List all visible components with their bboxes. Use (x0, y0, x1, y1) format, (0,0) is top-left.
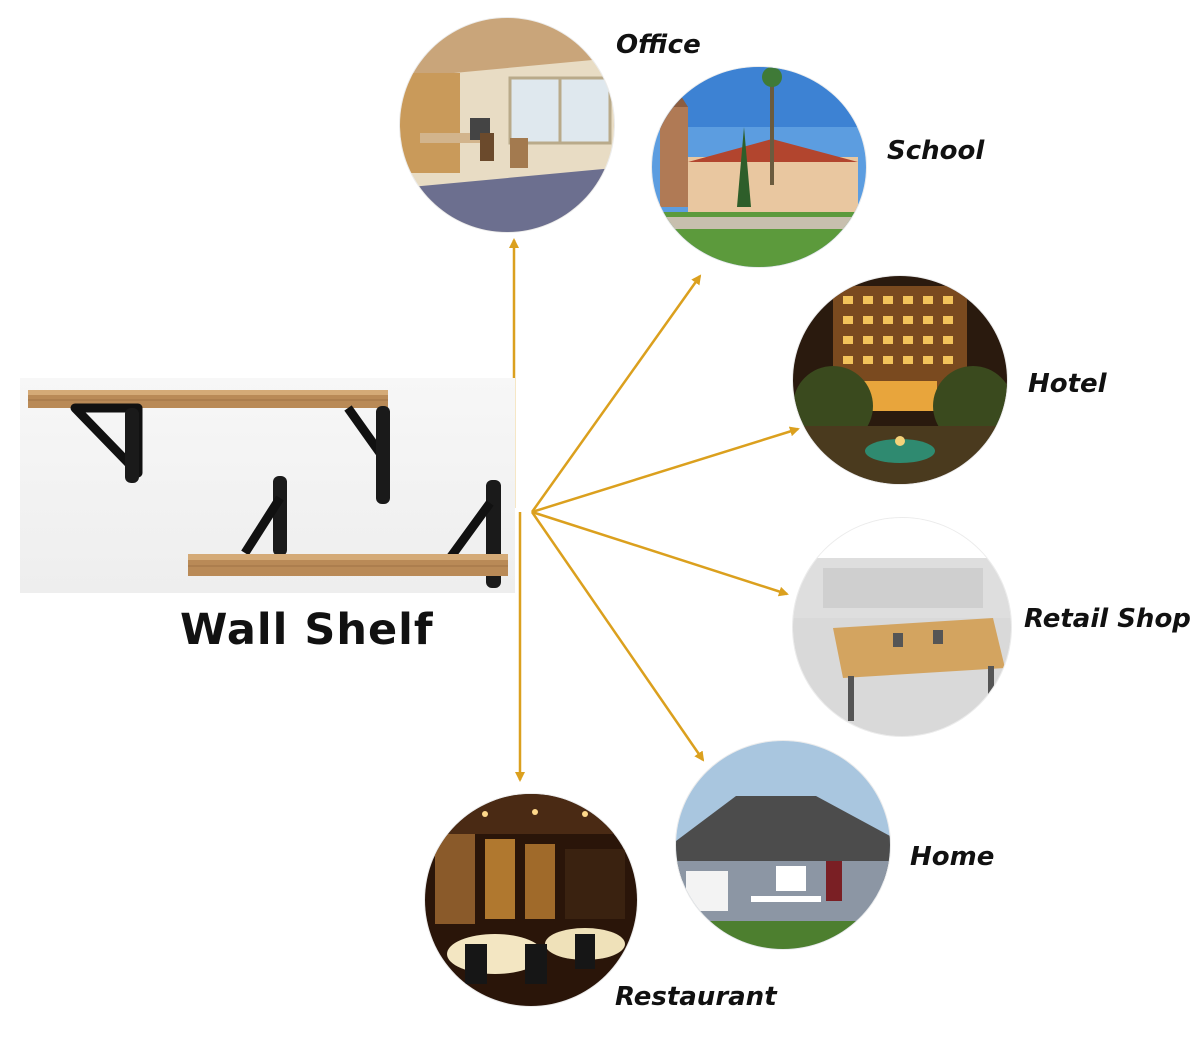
arrow-to-retail (531, 510, 789, 597)
arrow-to-hotel (531, 426, 800, 514)
home-label: Home (910, 842, 995, 872)
hotel-label: Hotel (1028, 369, 1107, 399)
office-photo (400, 18, 614, 232)
office-label: Office (616, 30, 701, 60)
product-title: Wall Shelf (180, 605, 434, 655)
school-photo (652, 67, 866, 267)
arrow-to-home (530, 511, 705, 762)
retail-shop-label: Retail Shop (1024, 604, 1191, 634)
retail-shop-photo (793, 518, 1011, 736)
school-label: School (887, 136, 985, 166)
restaurant-photo (425, 794, 637, 1006)
restaurant-label: Restaurant (615, 982, 777, 1012)
arrow-to-school (530, 274, 702, 513)
hotel-photo (793, 276, 1007, 484)
home-photo (676, 741, 890, 949)
wall-shelf-photo (20, 378, 515, 593)
